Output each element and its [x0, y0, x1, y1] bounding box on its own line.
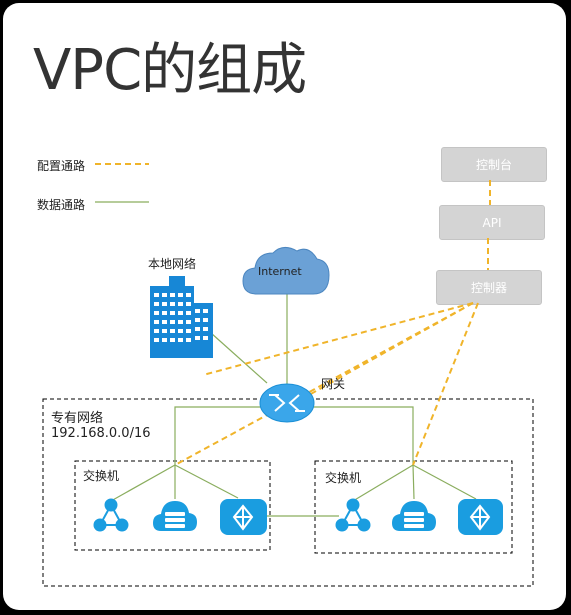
gateway-label: 网关 [321, 377, 346, 391]
topology-icon-left [93, 498, 129, 532]
slide: VPC的组成 配置通路 数据通路 控制台 API 控制器 [3, 3, 566, 610]
security-icon-right [458, 499, 503, 535]
gateway-icon [259, 383, 315, 423]
config-lines [174, 302, 479, 466]
console-label: 控制台 [475, 158, 512, 172]
page-title: VPC的组成 [33, 38, 307, 103]
switch-left-label: 交换机 [83, 469, 120, 483]
cloud-icon [242, 247, 330, 295]
console-box: 控制台 [441, 147, 547, 182]
topology-icon-right [335, 498, 371, 532]
controller-box: 控制器 [436, 270, 542, 305]
legend-data-label: 数据通路 [37, 198, 86, 212]
local-network-label: 本地网络 [148, 257, 197, 271]
vpc-name-label: 专有网络 [51, 411, 104, 426]
api-box: API [439, 205, 545, 240]
internet-label: Internet [258, 265, 302, 278]
diagram-canvas [42, 163, 534, 587]
building-icon [150, 276, 213, 358]
legend-config-label: 配置通路 [37, 159, 86, 173]
switch-right-label: 交换机 [325, 471, 362, 485]
storage-cloud-icon-left [153, 501, 197, 531]
switch-left-container [74, 460, 271, 551]
data-lines [110, 293, 477, 517]
vpc-cidr-label: 192.168.0.0/16 [51, 426, 151, 441]
storage-cloud-icon-right [392, 501, 436, 531]
api-label: API [482, 215, 502, 230]
controller-label: 控制器 [470, 281, 507, 295]
security-icon-left [220, 499, 267, 535]
